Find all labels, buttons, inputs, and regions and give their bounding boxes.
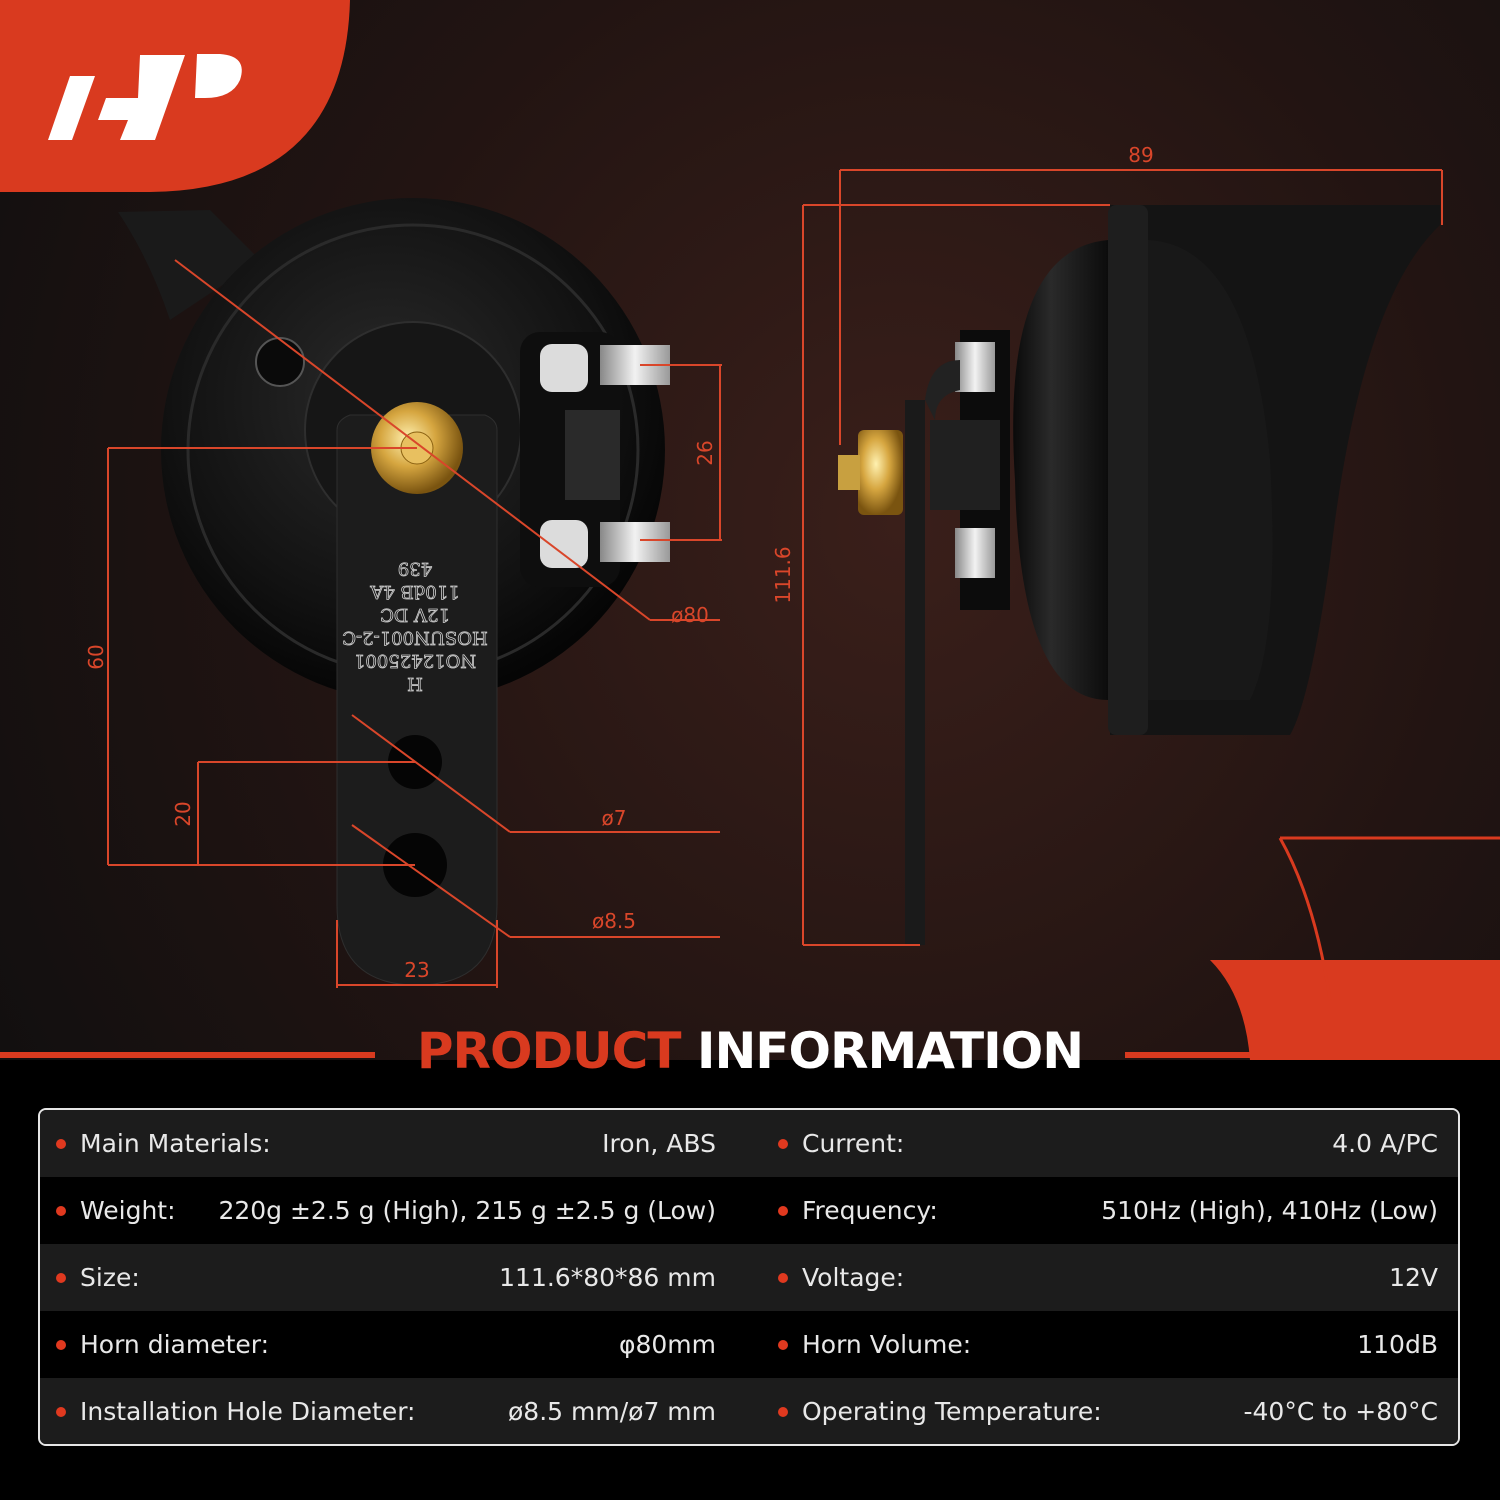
- spec-value: 220g ±2.5 g (High), 215 g ±2.5 g (Low): [218, 1196, 716, 1225]
- dim-hole-spacing: 20: [171, 801, 195, 826]
- dim-terminal-spacing: 26: [693, 440, 717, 465]
- spec-label: Weight:: [80, 1196, 176, 1225]
- spec-value: 111.6*80*86 mm: [499, 1263, 716, 1292]
- bullet-icon: [56, 1272, 66, 1283]
- svg-text:HOSUN001-2-C: HOSUN001-2-C: [342, 627, 487, 648]
- horn-side-view: [838, 205, 1440, 945]
- spec-row: Size: 111.6*80*86 mm Voltage: 12V: [40, 1244, 1458, 1311]
- bullet-icon: [56, 1339, 66, 1350]
- spec-row: Horn diameter: φ80mm Horn Volume: 110dB: [40, 1311, 1458, 1378]
- dim-bracket-width: 23: [404, 958, 429, 982]
- horn-front-view: H NO12425001 HOSUN001-2-C 12V DC 110dB 4…: [118, 198, 670, 986]
- spec-label: Operating Temperature:: [802, 1397, 1102, 1426]
- dim-height: 111.6: [771, 546, 795, 603]
- bullet-icon: [778, 1272, 788, 1283]
- bullet-icon: [778, 1138, 788, 1149]
- spec-label: Size:: [80, 1263, 140, 1292]
- svg-text:439: 439: [398, 558, 432, 579]
- svg-text:H: H: [407, 673, 423, 694]
- spec-value: φ80mm: [618, 1330, 716, 1359]
- spec-label: Horn diameter:: [80, 1330, 270, 1359]
- dim-hole-small: ø7: [602, 806, 627, 830]
- spec-row: Installation Hole Diameter: ø8.5 mm/ø7 mm…: [40, 1378, 1458, 1444]
- bullet-icon: [56, 1138, 66, 1149]
- spec-table: Main Materials: Iron, ABS Current: 4.0 A/P…: [38, 1108, 1460, 1446]
- spec-label: Current:: [802, 1129, 905, 1158]
- dim-width: 89: [1128, 143, 1153, 167]
- dimension-labels: 89 111.6 26 ø80 60 20 ø7 ø8.5 23: [84, 143, 1154, 982]
- spec-value: -40°C to +80°C: [1243, 1397, 1439, 1426]
- decor-red-shape: [1210, 960, 1500, 1060]
- spec-label: Voltage:: [802, 1263, 905, 1292]
- dim-bolt-to-hole: 60: [84, 644, 108, 669]
- bullet-icon: [56, 1406, 66, 1417]
- brand-logo: [0, 0, 350, 192]
- spec-value: ø8.5 mm/ø7 mm: [508, 1397, 716, 1426]
- spec-label: Frequency:: [802, 1196, 938, 1225]
- dimension-lines: [107, 169, 1443, 988]
- embossed-label: H NO12425001 HOSUN001-2-C 12V DC 110dB 4…: [342, 558, 488, 695]
- spec-label: Installation Hole Diameter:: [80, 1397, 416, 1426]
- svg-text:NO12425001: NO12425001: [354, 650, 476, 671]
- spec-label: Main Materials:: [80, 1129, 271, 1158]
- spec-value: 510Hz (High), 410Hz (Low): [1101, 1196, 1438, 1225]
- decor-outline: [1278, 836, 1500, 1001]
- spec-value: 4.0 A/PC: [1332, 1129, 1438, 1158]
- bullet-icon: [778, 1339, 788, 1350]
- title-part-red: PRODUCT: [416, 1022, 682, 1080]
- spec-value: Iron, ABS: [602, 1129, 716, 1158]
- bullet-icon: [778, 1205, 788, 1216]
- section-title: PRODUCT INFORMATION: [0, 1022, 1500, 1080]
- spec-row: Weight: 220g ±2.5 g (High), 215 g ±2.5 g …: [40, 1177, 1458, 1244]
- title-part-white: INFORMATION: [696, 1022, 1084, 1080]
- dim-hole-large: ø8.5: [592, 909, 636, 933]
- svg-text:12V DC: 12V DC: [380, 604, 450, 625]
- spec-value: 110dB: [1357, 1330, 1438, 1359]
- svg-text:110dB 4A: 110dB 4A: [369, 581, 459, 602]
- spec-row: Main Materials: Iron, ABS Current: 4.0 A/P…: [40, 1110, 1458, 1177]
- bullet-icon: [778, 1406, 788, 1417]
- dim-diameter: ø80: [671, 603, 709, 627]
- bullet-icon: [56, 1205, 66, 1216]
- spec-value: 12V: [1389, 1263, 1438, 1292]
- spec-label: Horn Volume:: [802, 1330, 972, 1359]
